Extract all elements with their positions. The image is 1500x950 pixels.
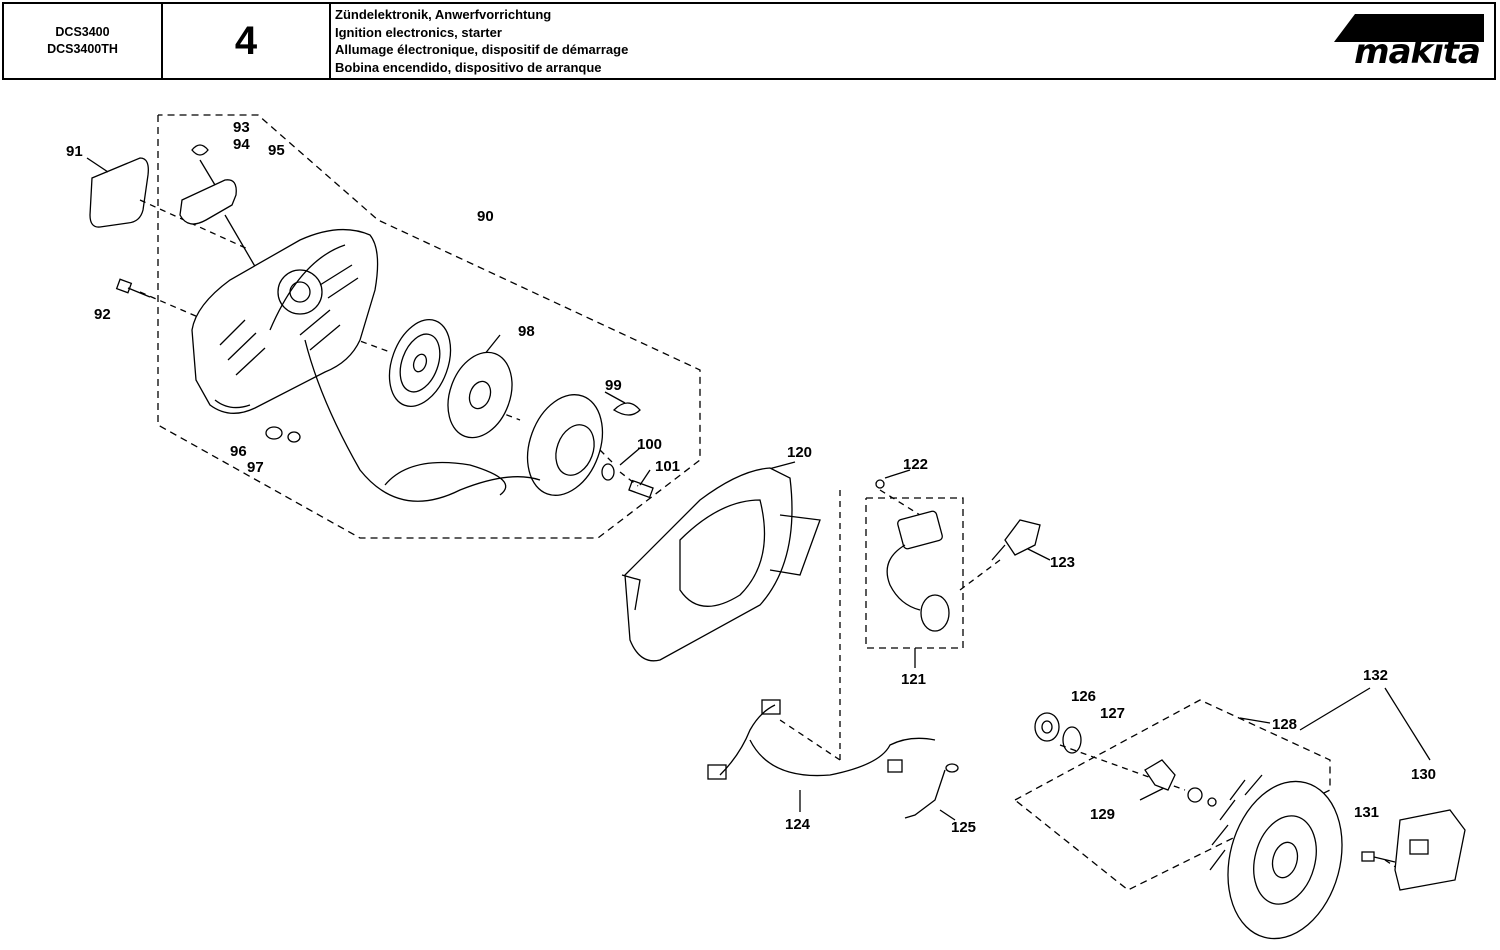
part-label-100: 100 [637, 436, 663, 453]
part-120-baffle [621, 467, 821, 662]
part-label-92: 92 [94, 306, 111, 323]
part-label-99: 99 [605, 377, 622, 394]
part-label-131: 131 [1354, 804, 1380, 821]
part-label-94: 94 [233, 136, 250, 153]
model-name-1: DCS3400 [55, 25, 110, 39]
part-99-rope-pulley [304, 339, 641, 502]
logo-text: makita [1354, 32, 1481, 72]
part-label-95: 95 [268, 142, 285, 159]
part-121-ignition-coil [886, 510, 950, 632]
title-en: Ignition electronics, starter [335, 24, 502, 40]
title-block: DCS3400 DCS3400TH 4 Zündelektronik, Anwe… [2, 2, 1496, 80]
part-label-98: 98 [518, 323, 535, 340]
part-label-127: 127 [1100, 705, 1126, 722]
part-label-97: 97 [247, 459, 264, 476]
model-name-2: DCS3400TH [47, 42, 118, 56]
part-95-starter-handle [179, 144, 261, 276]
part-129-pawl [1144, 759, 1217, 807]
part-123-spark-plug [991, 519, 1041, 561]
part-130-131-module [1361, 809, 1466, 891]
part-90-starter-housing [191, 228, 379, 414]
part-label-130: 130 [1411, 766, 1437, 783]
part-label-120: 120 [787, 444, 813, 461]
assembly-lines [139, 199, 1401, 871]
model-cell: DCS3400 DCS3400TH [4, 4, 163, 78]
part-label-96: 96 [230, 443, 247, 460]
exploded-parts-diagram: 93 94 95 91 90 92 98 99 100 101 96 97 12… [0, 82, 1500, 950]
part-128-flywheel [1209, 774, 1343, 940]
part-label-124: 124 [785, 816, 811, 833]
part-label-93: 93 [233, 119, 250, 136]
title-es: Bobina encendido, dispositivo de arranqu… [335, 59, 602, 75]
part-label-126: 126 [1071, 688, 1097, 705]
page-number: 4 [234, 18, 258, 63]
part-label-101: 101 [655, 458, 681, 475]
part-label-122: 122 [903, 456, 929, 473]
part-label-128: 128 [1272, 716, 1298, 733]
makita-logo: makita [1334, 14, 1484, 74]
part-label-91: 91 [66, 143, 83, 160]
part-122-screw [875, 479, 885, 489]
leader-lines [86, 157, 1431, 821]
part-98-rewind-spring [388, 318, 513, 439]
group-90-outline [157, 114, 701, 539]
part-91-cover [89, 157, 149, 228]
part-96-97-spring [265, 426, 301, 443]
section-title-cell: Zündelektronik, Anwerfvorrichtung Igniti… [331, 4, 1341, 78]
diagram-drawing [86, 114, 1466, 940]
logo-bar [1334, 14, 1484, 42]
part-126-127-nut-washer [1034, 712, 1082, 754]
page-number-cell: 4 [163, 4, 331, 78]
part-label-129: 129 [1090, 806, 1116, 823]
part-label-123: 123 [1050, 554, 1076, 571]
part-124-125-wiring [707, 699, 959, 819]
part-label-121: 121 [901, 671, 927, 688]
title-fr: Allumage électronique, dispositif de dém… [335, 42, 629, 57]
part-label-90: 90 [477, 208, 494, 225]
part-label-132: 132 [1363, 667, 1389, 684]
title-de: Zündelektronik, Anwerfvorrichtung [335, 7, 552, 22]
group-121-outline [865, 497, 964, 649]
part-100-101-screw [601, 463, 654, 499]
part-label-125: 125 [951, 819, 977, 836]
part-92-screw [115, 278, 151, 298]
